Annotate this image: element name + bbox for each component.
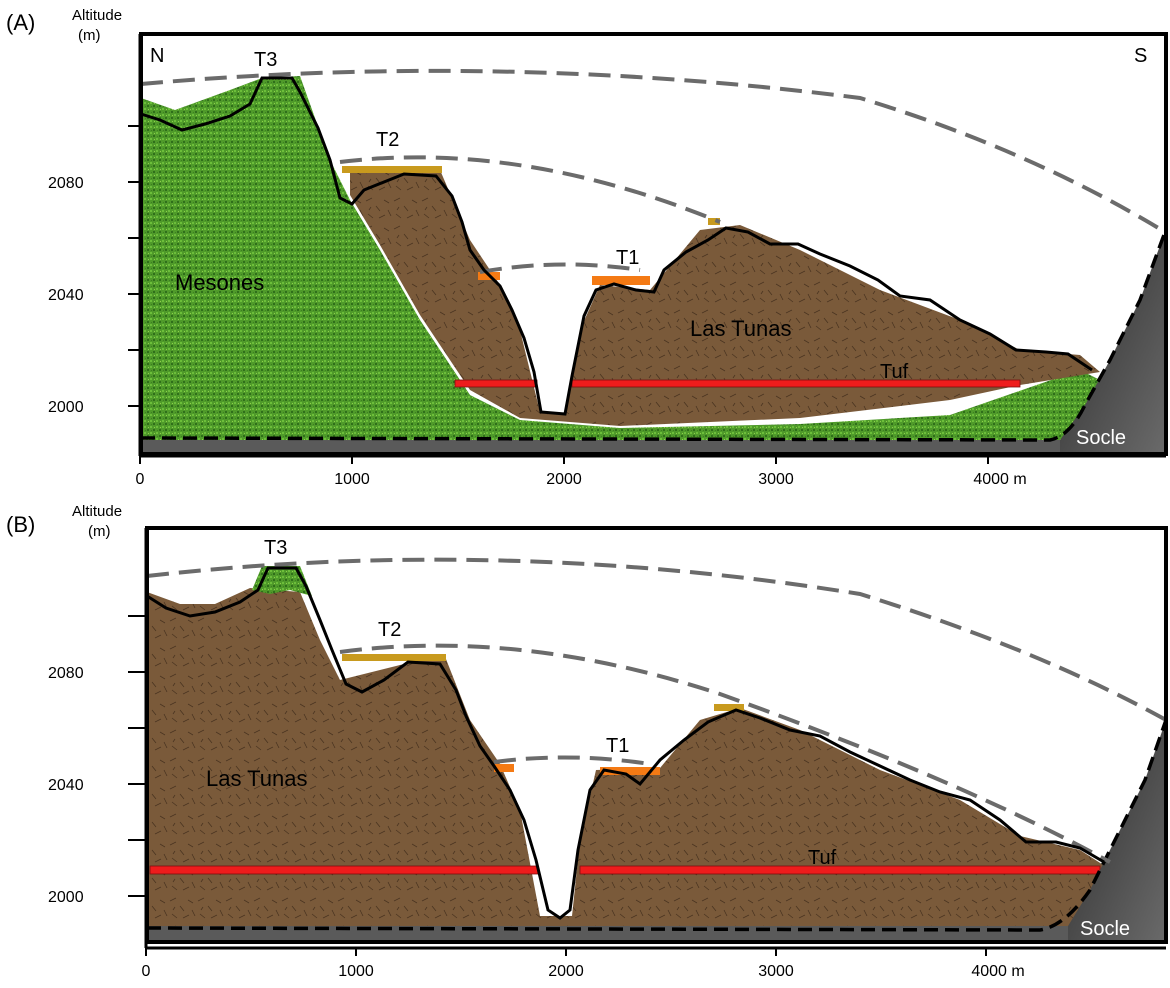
panel-a-x-tick-0: 0 — [136, 471, 145, 488]
panel-b-tuff-layer-right — [579, 865, 1101, 875]
panel-a-y-tick-2000: 2000 — [48, 399, 84, 416]
panel-b-x-tick-3000: 3000 — [758, 963, 794, 980]
panel-b-tuff-layer-left — [149, 865, 539, 875]
panel-a-y-tick-2080: 2080 — [48, 175, 84, 192]
panel-a-x-tick-3000: 3000 — [758, 471, 794, 488]
panel-a-t1-high-deposit — [708, 218, 720, 225]
panel-a-socle-contact — [140, 231, 1167, 442]
panel-b: (B) Altitude (m) — [6, 503, 1168, 980]
panel-a-t2-label: T2 — [376, 129, 399, 151]
panel-a-x-tick-1000: 1000 — [334, 471, 370, 488]
panel-a-y-title-line2: (m) — [78, 27, 101, 44]
panel-a-t3-label: T3 — [254, 49, 277, 71]
panel-b-x-tick-2000: 2000 — [548, 963, 584, 980]
panel-a-x-tick-marks — [139, 456, 989, 464]
panel-a-t1-label: T1 — [616, 247, 639, 269]
panel-a-topographic-profile — [140, 76, 1093, 416]
panel-a-x-tick-4000: 4000 m — [973, 471, 1026, 488]
panel-b-t3-envelope — [146, 557, 1167, 722]
panel-b-y-tick-2080: 2080 — [48, 665, 84, 682]
panel-b-t2-envelope — [339, 643, 1111, 864]
panel-a-x-tick-2000: 2000 — [546, 471, 582, 488]
panel-b-x-tick-4000: 4000 m — [971, 963, 1024, 980]
panel-a-socle-label: Socle — [1076, 427, 1126, 449]
panel-b-x-tick-1000: 1000 — [338, 963, 374, 980]
panel-b-t2-deposit — [342, 654, 446, 661]
panel-b-t1-label: T1 — [606, 735, 629, 757]
panel-a-t1-right-deposit — [592, 276, 650, 285]
panel-b-socle-wedge — [1068, 720, 1166, 942]
panel-b-label: (B) — [6, 512, 35, 537]
panel-b-topographic-profile — [146, 566, 1105, 920]
panel-a-t1-envelope — [479, 262, 641, 274]
panel-a-south-label: S — [1134, 45, 1147, 67]
panel-a-y-tick-2040: 2040 — [48, 287, 84, 304]
panel-a-y-tick-marks — [128, 125, 140, 407]
panel-b-x-tick-0: 0 — [142, 963, 151, 980]
panel-b-y-title-line2: (m) — [88, 523, 111, 540]
panel-a-mesones-label: Mesones — [175, 270, 264, 295]
panel-a-socle-strip — [141, 438, 1071, 454]
panel-a-label: (A) — [6, 10, 35, 35]
panel-a-mesones-unit — [141, 76, 1100, 440]
panel-b-socle-label: Socle — [1080, 918, 1130, 940]
panel-a: (A) Altitude (m) — [6, 7, 1168, 488]
panel-b-las-tunas-unit — [147, 588, 1108, 926]
panel-a-tuff-layer-left — [454, 379, 538, 388]
panel-b-t1-left-deposit — [494, 764, 514, 772]
panel-a-t2-envelope — [339, 155, 721, 224]
panel-a-tuff-layer-right — [571, 379, 1021, 388]
panel-b-t1-envelope — [493, 755, 651, 766]
panel-b-y-tick-2000: 2000 — [48, 889, 84, 906]
panel-b-t1-high-deposit — [714, 704, 744, 711]
panel-b-t3-label: T3 — [264, 537, 287, 559]
panel-a-t3-envelope — [140, 68, 1167, 234]
panel-b-y-tick-2040: 2040 — [48, 777, 84, 794]
panel-b-t2-label: T2 — [378, 619, 401, 641]
panel-b-tuf-label: Tuf — [808, 847, 837, 869]
panel-a-las-tunas-label: Las Tunas — [690, 316, 792, 341]
panel-a-socle-wedge — [1060, 232, 1165, 454]
panel-b-y-title-line1: Altitude — [72, 503, 122, 520]
panel-a-tuf-label: Tuf — [880, 361, 909, 383]
panel-b-y-tick-marks — [128, 615, 146, 897]
panel-a-las-tunas-unit — [350, 170, 1100, 426]
panel-b-t1-right-deposit — [600, 767, 660, 775]
panel-a-t2-deposit — [342, 166, 442, 173]
panel-b-las-tunas-label: Las Tunas — [206, 766, 308, 791]
panel-a-north-label: N — [150, 45, 164, 67]
panel-b-x-tick-marks — [145, 948, 987, 956]
panel-a-y-title-line1: Altitude — [72, 7, 122, 24]
